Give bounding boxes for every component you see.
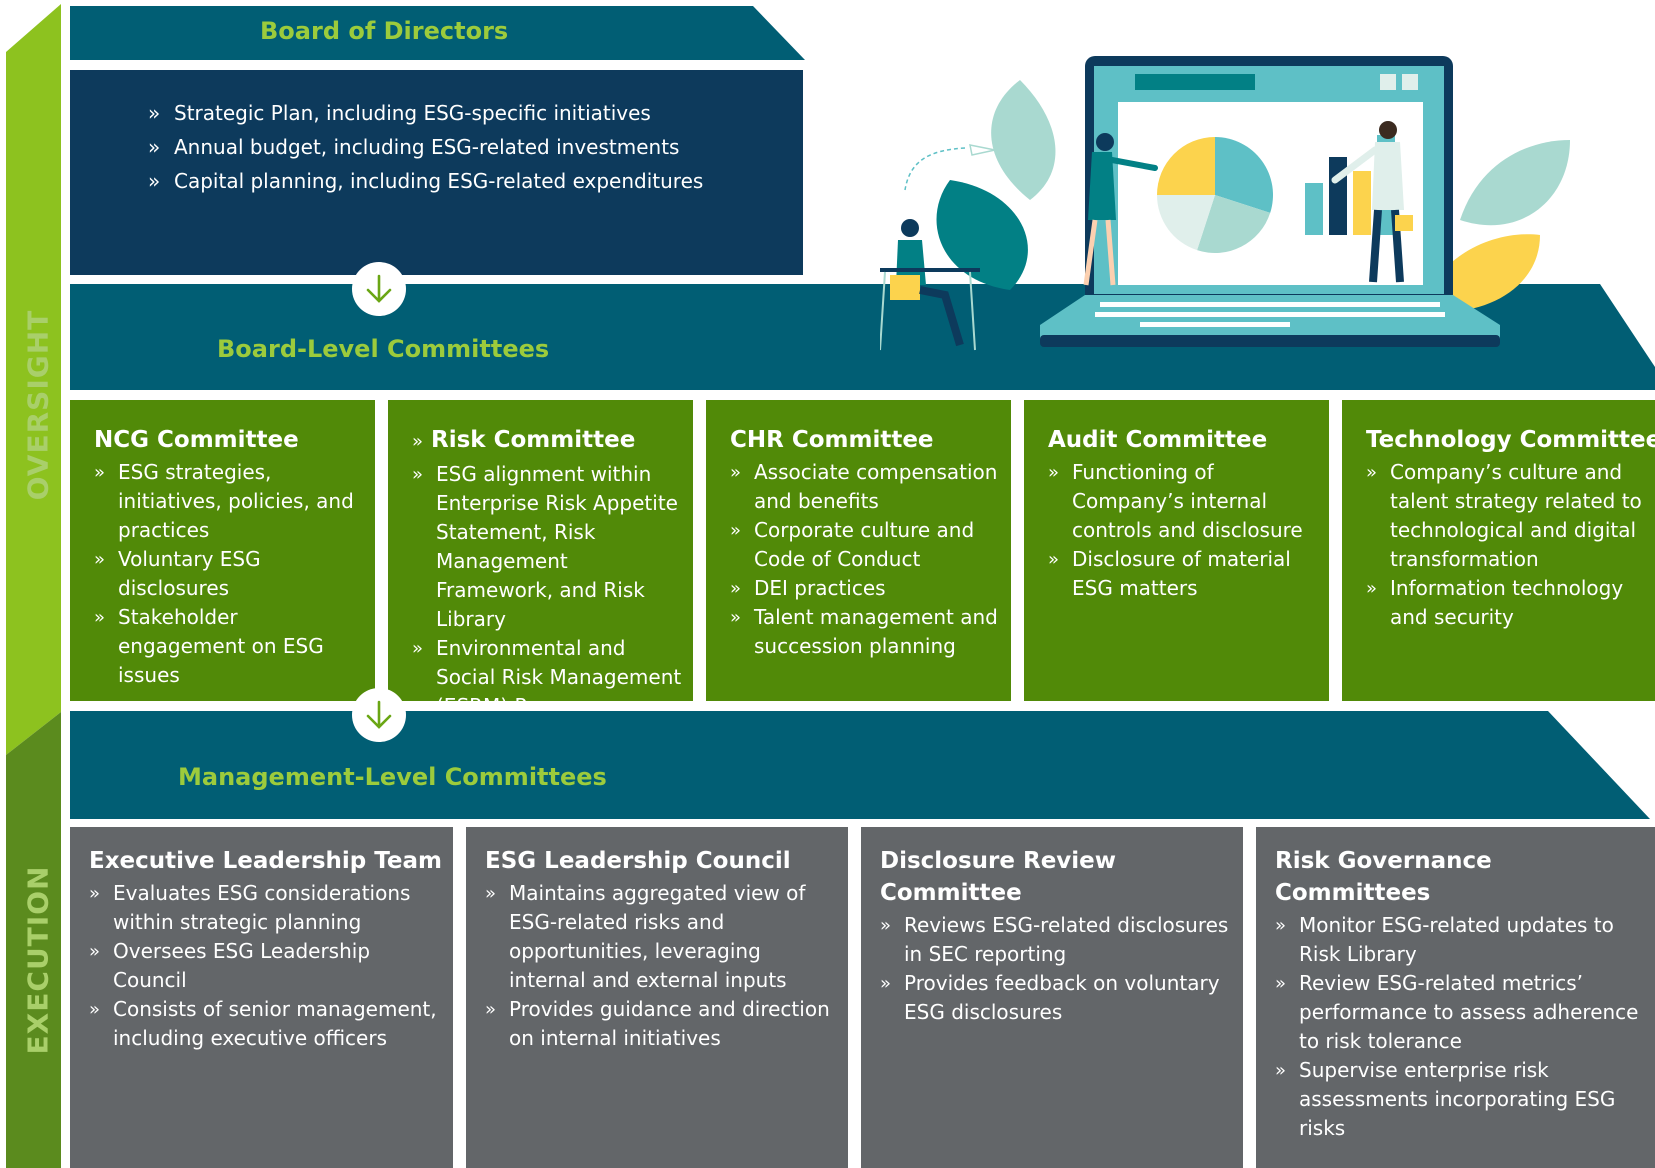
committee-item: DEI practices — [730, 574, 1005, 603]
board-of-directors-panel: Strategic Plan, including ESG-specific i… — [70, 70, 803, 275]
management-level-banner — [70, 711, 1650, 819]
board-of-directors-title: Board of Directors — [260, 17, 509, 45]
pie-slice — [1157, 195, 1215, 251]
pie-slice — [1157, 137, 1215, 195]
committee-card-ncg: NCG Committee ESG strategies, initiative… — [70, 400, 375, 701]
management-level-title: Management-Level Committees — [178, 763, 607, 791]
committee-item: Voluntary ESG disclosures — [94, 545, 369, 603]
committee-item: Corporate culture and Code of Conduct — [730, 516, 1005, 574]
committee-card-audit: Audit Committee Functioning of Company’s… — [1024, 400, 1329, 701]
committee-title: Disclosure Review Committee — [880, 848, 1117, 906]
management-card-executive-leadership: Executive Leadership Team Evaluates ESG … — [70, 827, 453, 1168]
committee-item: Review ESG-related metrics’ performance … — [1275, 969, 1647, 1056]
committee-item: Stakeholder engagement on ESG issues — [94, 603, 369, 690]
board-item: Strategic Plan, including ESG-specific i… — [148, 96, 803, 130]
committee-title: CHR Committee — [730, 427, 934, 453]
committee-item: Associate compensation and benefits — [730, 458, 1005, 516]
committee-title: »Risk Committee — [412, 427, 636, 453]
management-card-risk-governance: Risk Governance Committees Monitor ESG-r… — [1256, 827, 1655, 1168]
down-arrow-icon — [352, 262, 406, 316]
presentation-illustration — [880, 56, 1570, 351]
committee-title: NCG Committee — [94, 427, 299, 453]
committee-item: Consists of senior management, including… — [89, 995, 445, 1053]
committee-card-risk: »Risk Committee ESG alignment within Ent… — [388, 400, 693, 718]
execution-label: EXECUTION — [21, 865, 55, 1055]
committee-title: Executive Leadership Team — [89, 848, 442, 874]
committee-item: Supervise enterprise risk assessments in… — [1275, 1056, 1647, 1143]
bar-glyph — [1353, 171, 1371, 235]
bar-glyph — [1305, 183, 1323, 235]
committee-item: ESG alignment within Enterprise Risk App… — [412, 460, 687, 634]
committee-title: Technology Committee — [1366, 427, 1655, 453]
seated-woman-icon — [880, 219, 980, 351]
committee-item: Disclosure of material ESG matters — [1048, 545, 1323, 603]
committee-title: ESG Leadership Council — [485, 848, 791, 874]
board-of-directors-header — [70, 6, 805, 60]
down-arrow-icon — [352, 688, 406, 742]
committee-item: Provides feedback on voluntary ESG discl… — [880, 969, 1235, 1027]
oversight-rail — [6, 4, 61, 755]
board-item: Capital planning, including ESG-related … — [148, 164, 803, 198]
paper-plane-icon — [904, 144, 996, 191]
presenter-woman-icon — [1083, 133, 1158, 286]
management-card-disclosure-review: Disclosure Review Committee Reviews ESG-… — [861, 827, 1243, 1168]
pie-slice — [1215, 137, 1273, 213]
committee-item: Talent management and succession plannin… — [730, 603, 1005, 661]
board-of-directors-list: Strategic Plan, including ESG-specific i… — [70, 70, 803, 198]
execution-rail — [6, 712, 61, 1168]
committee-item: Evaluates ESG considerations within stra… — [89, 879, 445, 937]
committee-item: Provides guidance and direction on inter… — [485, 995, 840, 1053]
committee-item: Company’s culture and talent strategy re… — [1366, 458, 1649, 574]
committee-title: Risk Governance Committees — [1275, 848, 1492, 906]
board-level-title: Board-Level Committees — [217, 335, 550, 363]
side-rail — [6, 4, 61, 1168]
committee-item: Maintains aggregated view of ESG-related… — [485, 879, 840, 995]
committee-card-technology: Technology Committee Company’s culture a… — [1342, 400, 1655, 701]
management-card-esg-leadership: ESG Leadership Council Maintains aggrega… — [466, 827, 848, 1168]
committee-item: Reviews ESG-related disclosures in SEC r… — [880, 911, 1235, 969]
committee-item: Monitor ESG-related updates to Risk Libr… — [1275, 911, 1647, 969]
committee-item: Information technology and security — [1366, 574, 1649, 632]
presenter-man-icon — [1331, 121, 1413, 283]
committee-item: Oversees ESG Leadership Council — [89, 937, 445, 995]
board-item: Annual budget, including ESG-related inv… — [148, 130, 803, 164]
committee-item: ESG strategies, initiatives, policies, a… — [94, 458, 369, 545]
pie-chart-icon — [1157, 137, 1273, 254]
committee-item: Functioning of Company’s internal contro… — [1048, 458, 1323, 545]
pie-slice — [1197, 195, 1271, 254]
committee-card-chr: CHR Committee Associate compensation and… — [706, 400, 1011, 701]
committee-title: Audit Committee — [1048, 427, 1268, 453]
